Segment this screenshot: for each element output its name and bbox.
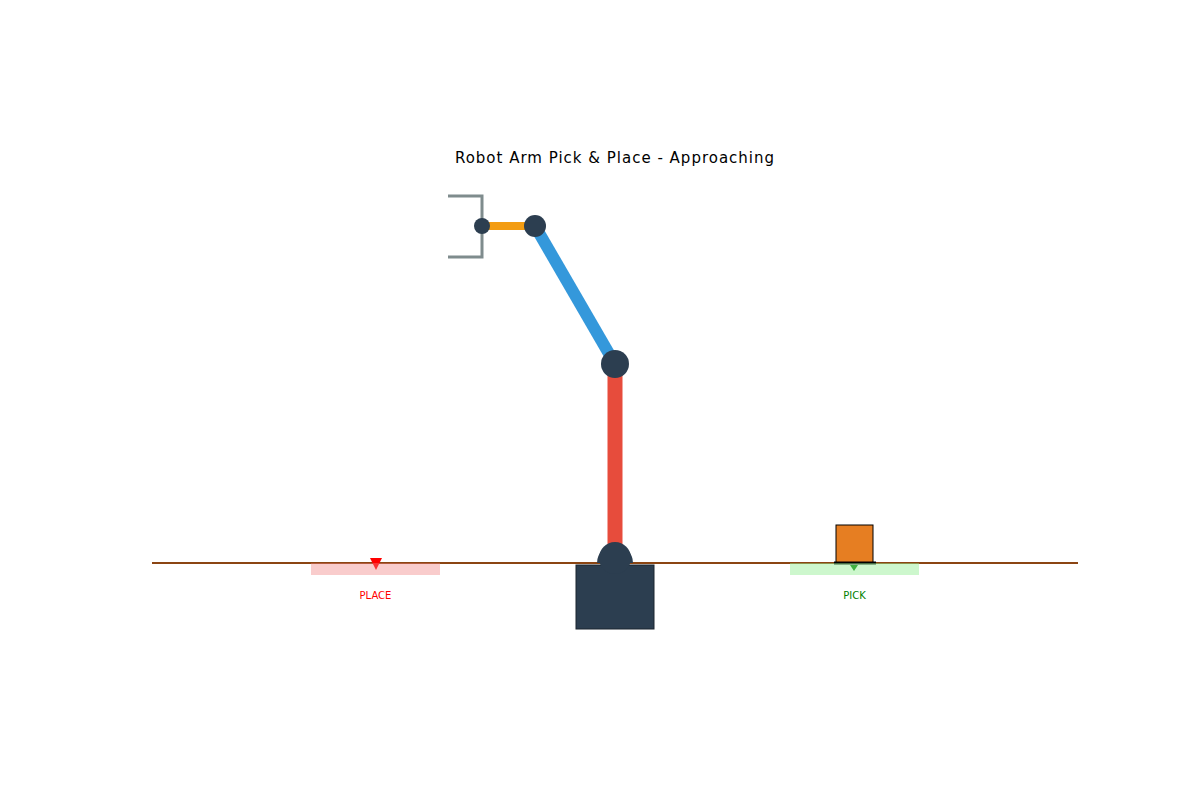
pick-zone: PICK: [790, 563, 919, 605]
forearm-link: [535, 226, 615, 364]
payload-box: [836, 525, 873, 563]
base-joint: [599, 542, 631, 574]
zone-band: [790, 563, 919, 575]
chart-title: Robot Arm Pick & Place - Approaching: [455, 149, 775, 167]
zone-label: PICK: [790, 590, 919, 601]
zone-label: PLACE: [311, 590, 440, 601]
upper-arm-link: [608, 364, 623, 558]
gripper-joint: [474, 218, 490, 234]
zone-band: [311, 563, 440, 575]
place-zone: PLACE: [311, 563, 440, 605]
elbow-joint: [601, 350, 629, 378]
robot-base: [576, 565, 654, 629]
wrist-joint: [524, 215, 546, 237]
